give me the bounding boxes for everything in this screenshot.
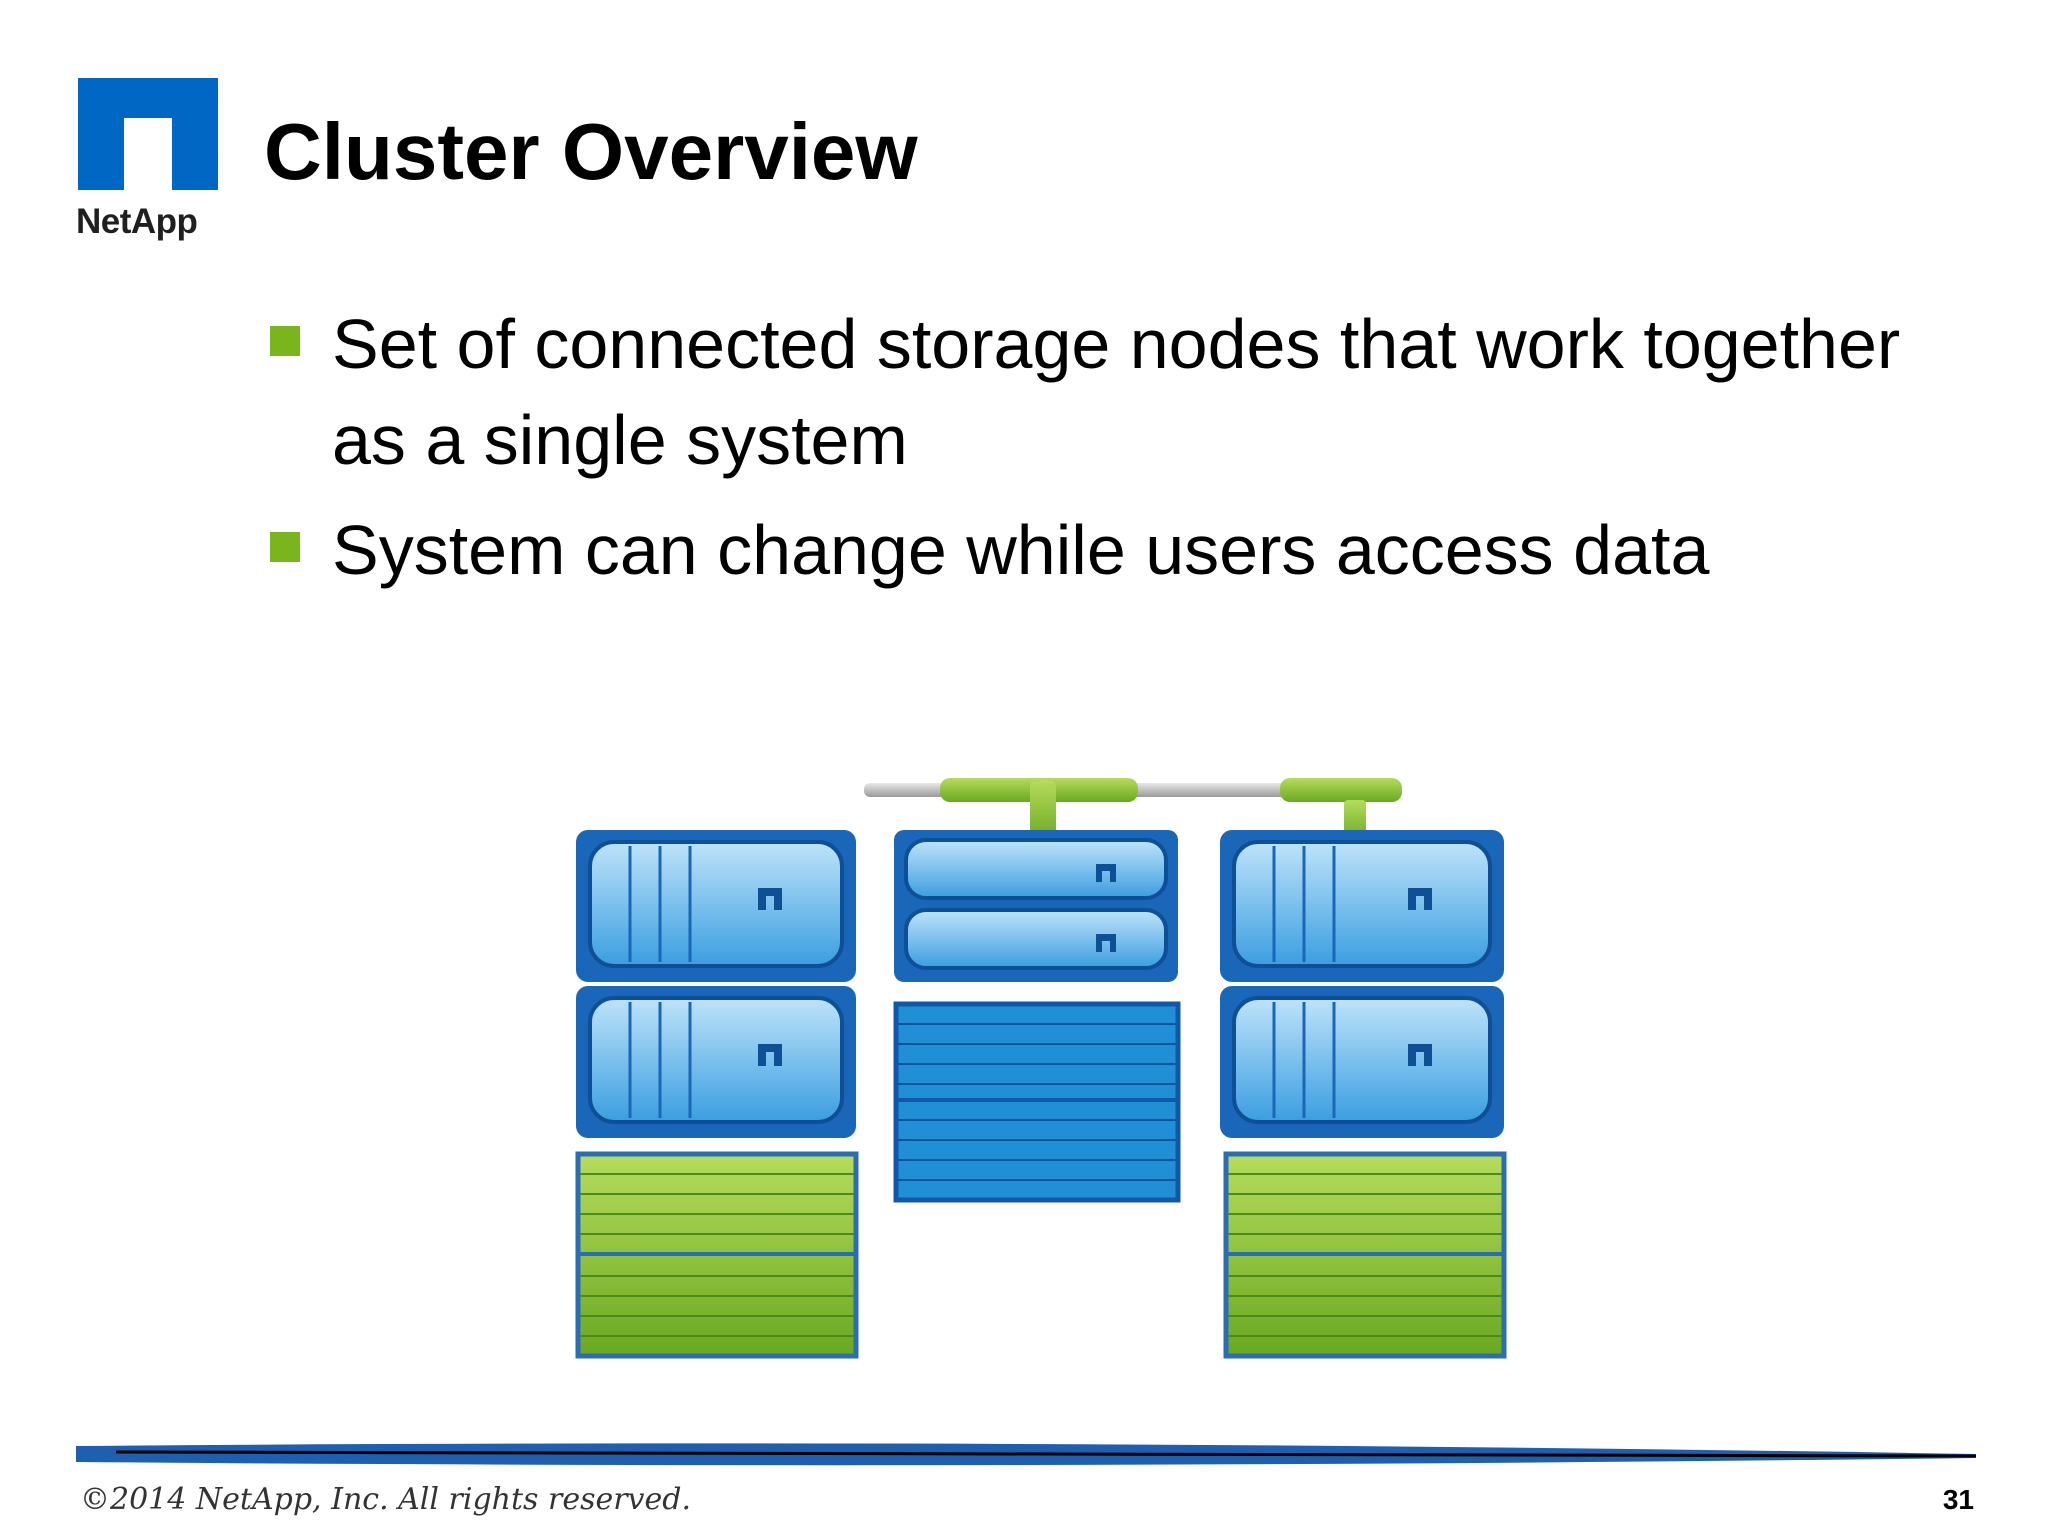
controller-unit xyxy=(894,830,1178,982)
storage-node-middle xyxy=(893,830,1181,1203)
logo-text: NetApp xyxy=(76,202,198,241)
footer-divider xyxy=(76,1443,1976,1466)
cluster-diagram xyxy=(575,778,1507,1359)
bullet-item: Set of connected storage nodes that work… xyxy=(270,296,1990,488)
bullet-list: Set of connected storage nodes that work… xyxy=(270,296,1990,612)
bullet-square-icon xyxy=(270,532,300,562)
storage-node-right xyxy=(1220,830,1507,1359)
bullet-item: System can change while users access dat… xyxy=(270,502,1990,598)
bullet-square-icon xyxy=(270,326,300,356)
storage-node-left xyxy=(575,830,859,1359)
controller-unit xyxy=(576,830,856,982)
disk-shelf-blue xyxy=(893,1001,1181,1203)
bullet-text: Set of connected storage nodes that work… xyxy=(332,305,1901,479)
controller-unit xyxy=(1220,986,1504,1138)
page-number: 31 xyxy=(1942,1484,1974,1515)
controller-unit xyxy=(576,986,856,1138)
bullet-text: System can change while users access dat… xyxy=(332,511,1710,589)
copyright-text: ©2014 NetApp, Inc. All rights reserved. xyxy=(80,1482,692,1517)
page-title: Cluster Overview xyxy=(264,107,918,196)
controller-unit xyxy=(1220,830,1504,982)
disk-shelf-green xyxy=(575,1151,859,1359)
disk-shelf-green xyxy=(1223,1151,1507,1359)
netapp-logo-icon xyxy=(78,78,218,190)
